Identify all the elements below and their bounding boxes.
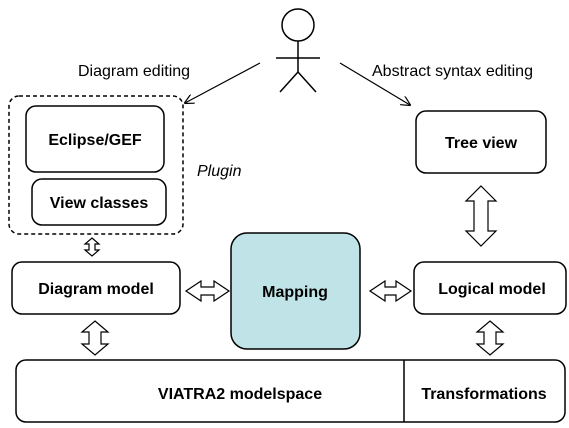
view-classes-label: View classes: [50, 195, 149, 212]
logical-model-label: Logical model: [438, 281, 546, 298]
mapping-box: [230, 232, 361, 350]
mapping-logical-model-connector-icon: [368, 279, 413, 303]
tree-view-label: Tree view: [445, 135, 518, 152]
logical-model-box: [413, 261, 567, 315]
diagram-model-box: [11, 261, 181, 315]
diagram-model-label: Diagram model: [38, 281, 154, 298]
modelspace-box: [15, 359, 566, 423]
tree-view-box: [415, 110, 547, 174]
logical-model-transformations-connector-icon: [475, 320, 505, 356]
plugin-group: [8, 95, 184, 235]
diagram-model-modelspace-connector-icon: [80, 320, 110, 356]
diagram-editing-label: Diagram editing: [78, 63, 190, 80]
tree-view-logical-model-connector-icon: [464, 185, 498, 247]
diagram-model-mapping-connector-icon: [184, 279, 231, 303]
abstract-syntax-editing-label: Abstract syntax editing: [372, 63, 533, 80]
view-classes-box: [31, 178, 167, 226]
arrow-to-plugin-icon: [185, 62, 261, 103]
arrow-to-tree-view-icon: [339, 62, 410, 105]
actor-stick-figure-icon: [276, 8, 320, 93]
mapping-label: Mapping: [262, 284, 328, 301]
eclipse-gef-label: Eclipse/GEF: [48, 132, 142, 149]
modelspace-label: VIATRA2 modelspace: [158, 386, 322, 403]
transformations-label: Transformations: [421, 386, 546, 403]
plugin-label: Plugin: [197, 163, 242, 180]
plugin-diagram-model-connector-icon: [83, 237, 101, 257]
eclipse-gef-box: [25, 105, 165, 173]
